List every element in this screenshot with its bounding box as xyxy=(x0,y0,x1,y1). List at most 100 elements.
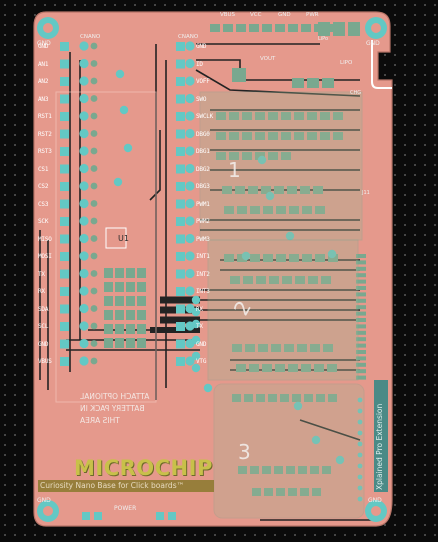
smd-pad xyxy=(269,276,279,284)
header-pin xyxy=(356,350,366,354)
right-pin-label: PWM3 xyxy=(196,235,210,243)
pin-pad xyxy=(176,252,185,261)
battery-pad xyxy=(126,338,135,348)
pin-pad xyxy=(79,146,89,156)
smd-pad xyxy=(262,364,272,372)
right-pin-label: DBG3 xyxy=(196,183,210,190)
pin-pad xyxy=(176,164,185,174)
header-pin xyxy=(356,362,366,367)
pin-pad xyxy=(185,111,195,121)
via xyxy=(241,251,251,261)
right-pin-label: VTG xyxy=(196,358,207,365)
header-pin xyxy=(356,260,366,265)
left-pin-label: VBUS xyxy=(38,358,52,365)
mounting-holes xyxy=(37,17,387,522)
via xyxy=(90,305,98,312)
pin-pad xyxy=(79,163,89,174)
right-pin-label: GND xyxy=(196,340,207,348)
left-pin-label: GND xyxy=(38,43,49,50)
via xyxy=(90,60,98,67)
header-pin xyxy=(356,318,366,322)
smd-pad xyxy=(301,364,311,372)
smd-pad xyxy=(323,344,333,352)
pin-pad xyxy=(79,181,89,191)
via xyxy=(90,340,98,347)
battery-pad xyxy=(104,282,113,292)
smd-pad xyxy=(348,22,360,36)
via xyxy=(265,191,275,201)
pin-pad xyxy=(60,252,69,261)
smd-pad xyxy=(310,466,319,474)
copper-trace xyxy=(299,419,361,441)
smd-pad xyxy=(229,112,239,120)
header-pin xyxy=(356,337,366,342)
smd-pad xyxy=(307,132,317,140)
header-pin xyxy=(356,266,366,271)
smd-pad xyxy=(321,276,331,284)
header-pad xyxy=(168,512,176,520)
pin-pad xyxy=(176,339,185,349)
pin-pad xyxy=(79,216,89,226)
smd-pad xyxy=(313,186,323,194)
smd-pad xyxy=(262,24,272,32)
via xyxy=(191,335,201,345)
via xyxy=(90,235,98,242)
pin-pad xyxy=(60,199,69,209)
mikrobus-socket-3 xyxy=(213,383,365,519)
pin-pad xyxy=(79,356,89,366)
header-pad xyxy=(94,512,102,520)
smd-pad xyxy=(281,112,291,120)
smd-pad xyxy=(249,24,259,32)
gnd-label: GND xyxy=(368,497,382,504)
smd-pad xyxy=(236,24,246,32)
smd-pad xyxy=(236,364,246,372)
smd-pad xyxy=(216,112,226,120)
battery-pad xyxy=(137,338,146,348)
header-pin xyxy=(356,292,366,297)
board-banner: Curiosity Nano Base for Click boards™ xyxy=(38,480,214,492)
battery-pad xyxy=(115,296,124,306)
smd-pad xyxy=(300,186,310,194)
via xyxy=(90,77,98,85)
smd-pad xyxy=(229,132,239,140)
battery-pad xyxy=(104,296,113,306)
smd-pad xyxy=(249,364,259,372)
smd-pad xyxy=(281,132,291,140)
smd-pad xyxy=(250,206,260,214)
header-pin xyxy=(356,273,366,278)
smd-pad xyxy=(223,24,233,32)
via xyxy=(90,182,98,190)
via xyxy=(357,485,363,491)
copper-trace xyxy=(149,130,161,201)
via xyxy=(191,319,201,329)
right-pin-label: SWCLK xyxy=(196,113,214,120)
via xyxy=(357,408,363,414)
battery-pad xyxy=(115,310,124,320)
via xyxy=(311,435,321,445)
smd-pad xyxy=(288,364,298,372)
via xyxy=(90,42,98,50)
smd-pad xyxy=(302,206,312,214)
smd-pad xyxy=(256,394,265,402)
battery-pad xyxy=(104,338,113,348)
pin-pad xyxy=(60,269,69,279)
smd-pad xyxy=(262,466,271,474)
right-pin-label: DBG0 xyxy=(196,130,210,138)
pin-pad xyxy=(185,93,195,104)
pin-pad xyxy=(176,217,185,226)
smd-pad xyxy=(216,132,226,140)
pin-pad xyxy=(176,322,185,331)
pin-pad xyxy=(60,59,69,69)
pin-pad xyxy=(79,286,89,296)
pin-pad xyxy=(60,182,69,191)
header-pin xyxy=(356,369,366,374)
smd-pad xyxy=(232,394,241,402)
smd-pad xyxy=(333,132,343,140)
smd-pad xyxy=(276,206,286,214)
mikrobus-socket-1 xyxy=(199,91,363,241)
smd-pad xyxy=(229,152,239,160)
right-pin-label: DBG1 xyxy=(196,148,210,155)
pin-pad xyxy=(185,76,195,86)
smd-pad xyxy=(255,132,265,140)
smd-pad xyxy=(327,24,337,32)
